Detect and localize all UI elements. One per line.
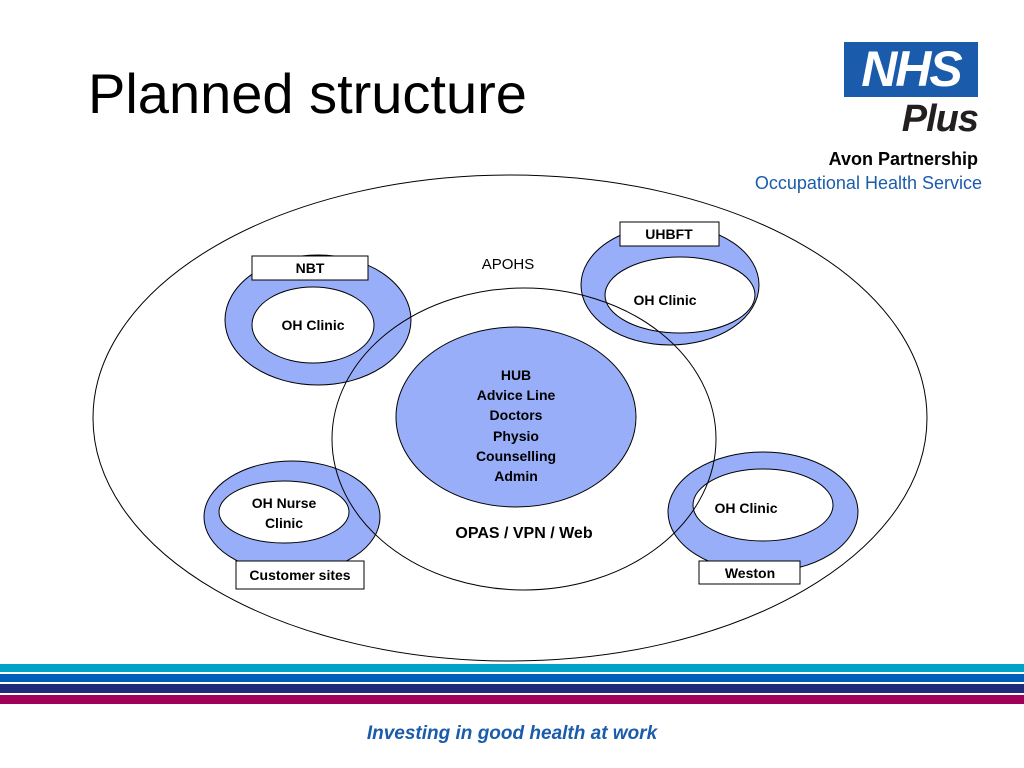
customer-site-group	[203, 460, 381, 574]
network-label: OPAS / VPN / Web	[455, 525, 592, 542]
uhbft-label-box	[619, 221, 720, 247]
org-name-line2: Occupational Health Service	[754, 173, 982, 193]
network-circle	[331, 287, 717, 591]
nbt-label-box	[251, 255, 369, 281]
customer-oh-nurse-text-2: Clinic	[265, 515, 303, 531]
hub-line-admin: Admin	[494, 468, 538, 484]
org-name-line1: Avon Partnership	[828, 149, 978, 169]
nhs-logo-box: NHS	[844, 42, 978, 97]
stripe-magenta	[0, 695, 1024, 704]
uhbft-site-group	[580, 224, 760, 346]
stripe-gap-2	[0, 682, 1024, 684]
weston-label: Weston	[725, 565, 775, 581]
customer-label-box	[235, 560, 365, 590]
hub-line-physio: Physio	[493, 428, 539, 444]
weston-oh-clinic-ellipse	[692, 468, 834, 542]
weston-label-box	[698, 560, 801, 585]
customer-oh-nurse-text-1: OH Nurse	[252, 495, 317, 511]
hub-line-hub: HUB	[501, 367, 531, 383]
apohs-outer-ellipse	[92, 174, 928, 662]
stripe-gap-3	[0, 693, 1024, 695]
stripe-navy	[0, 684, 1024, 693]
nbt-label: NBT	[296, 260, 325, 276]
hub-line-counselling: Counselling	[476, 448, 556, 464]
stripe-cyan	[0, 664, 1024, 672]
nhs-plus-logo: NHS Plus	[844, 42, 979, 140]
stripe-gap-1	[0, 672, 1024, 674]
uhbft-oh-clinic-text: OH Clinic	[633, 292, 696, 308]
hub-line-advice-line: Advice Line	[477, 387, 556, 403]
customer-oh-nurse-clinic-ellipse	[218, 480, 350, 544]
uhbft-label: UHBFT	[645, 226, 693, 242]
nbt-site-group	[224, 254, 412, 386]
footer-stripes	[0, 664, 1024, 704]
weston-oh-clinic-text: OH Clinic	[714, 500, 777, 516]
slide-title: Planned structure	[88, 62, 527, 125]
hub-line-doctors: Doctors	[490, 407, 543, 423]
uhbft-oh-clinic-ellipse	[604, 256, 756, 334]
hub-circle	[395, 326, 637, 508]
nbt-oh-clinic-ellipse	[251, 286, 375, 364]
nbt-oh-clinic-text: OH Clinic	[281, 317, 344, 333]
weston-site-group	[667, 451, 859, 573]
footer-tagline: Investing in good health at work	[366, 723, 658, 744]
plus-wordmark: Plus	[901, 98, 979, 140]
stripe-blue	[0, 674, 1024, 682]
apohs-label: APOHS	[482, 256, 535, 273]
customer-sites-label: Customer sites	[249, 567, 350, 583]
